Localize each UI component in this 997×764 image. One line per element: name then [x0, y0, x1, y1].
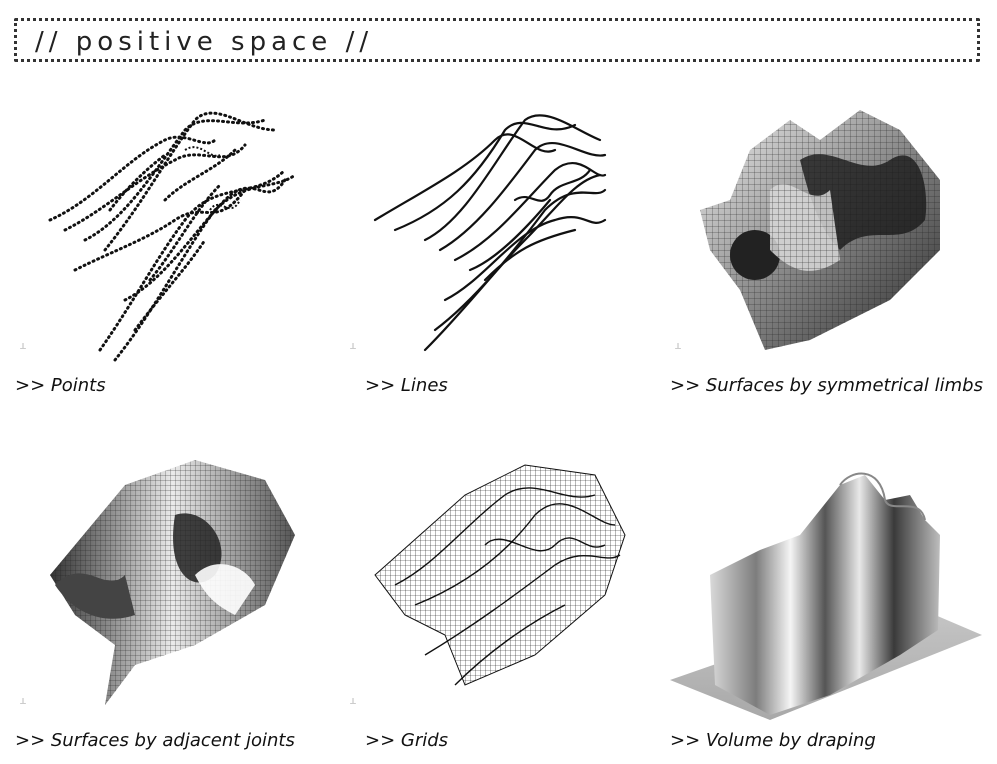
surfaces-symmetrical-figure	[670, 100, 982, 370]
caption-grids: >> Grids	[365, 730, 448, 751]
panel-points: ⟂ >> Points	[15, 100, 327, 390]
points-figure	[15, 100, 327, 370]
axis-triad-icon: ⟂	[350, 697, 356, 707]
axis-triad-icon: ⟂	[20, 342, 26, 352]
axis-triad-icon: ⟂	[350, 342, 356, 352]
caption-volume-draping: >> Volume by draping	[670, 730, 876, 751]
panel-volume-draping: >> Volume by draping	[670, 455, 982, 745]
panel-lines: ⟂ >> Lines	[365, 100, 677, 390]
caption-lines: >> Lines	[365, 375, 448, 396]
axis-triad-icon: ⟂	[20, 697, 26, 707]
surfaces-adjacent-figure	[15, 455, 327, 725]
caption-surfaces-symmetrical: >> Surfaces by symmetrical limbs	[670, 375, 983, 396]
caption-points: >> Points	[15, 375, 106, 396]
axis-triad-icon: ⟂	[675, 342, 681, 352]
page-title: // positive space //	[35, 27, 373, 57]
grids-figure	[365, 455, 677, 725]
caption-surfaces-adjacent: >> Surfaces by adjacent joints	[15, 730, 295, 751]
panel-surfaces-adjacent: ⟂ >> Surfaces by adjacent joints	[15, 455, 327, 745]
lines-figure	[365, 100, 677, 370]
panel-grids: ⟂ >> Grids	[365, 455, 677, 745]
volume-draping-figure	[670, 455, 982, 725]
panel-surfaces-symmetrical: ⟂ >> Surfaces by symmetrical limbs	[670, 100, 982, 390]
title-frame: // positive space //	[14, 18, 980, 62]
